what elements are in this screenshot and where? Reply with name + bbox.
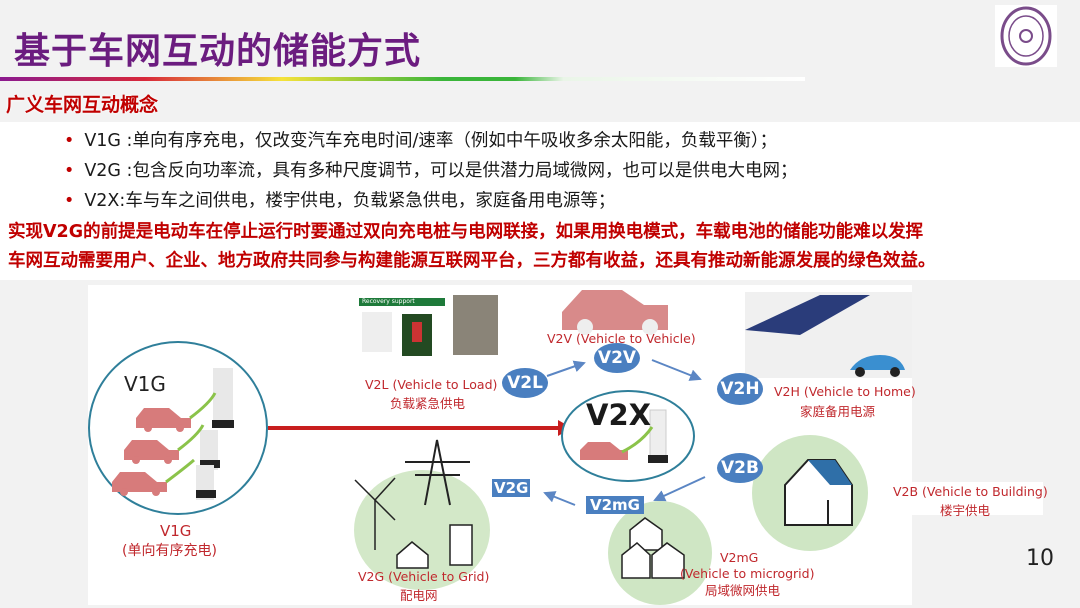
university-seal-logo	[995, 5, 1057, 67]
content-box	[0, 122, 1080, 280]
v2b-cn-label: 楼宇供电	[940, 503, 991, 518]
v2g-badge: V2G	[492, 479, 531, 497]
power-tower-icon	[405, 439, 470, 506]
recovery-support-caption: Recovery support	[362, 298, 415, 305]
v2b-label-box	[880, 482, 1043, 515]
v2b-label: V2B (Vehicle to Building)	[893, 484, 1048, 499]
title-divider	[0, 77, 805, 81]
v2h-cn-label: 家庭备用电源	[800, 404, 876, 419]
v2mg-en-label: (Vehicle to microgrid)	[680, 566, 815, 581]
v1g-cn-label: (单向有序充电)	[122, 543, 217, 559]
bullet-item: •V1G :单向有序充电，仅改变汽车充电时间/速率（例如中午吸收多余太阳能，负载…	[64, 131, 778, 151]
bullet-item: •V2G :包含反向功率流，具有多种尺度调节，可以是供潜力局域微网，也可以是供电…	[64, 161, 798, 181]
v2mg-label: V2mG	[720, 550, 759, 565]
v1g-circle-title: V1G	[124, 372, 166, 396]
v2v-label: V2V (Vehicle to Vehicle)	[547, 331, 696, 346]
section-heading: 广义车网互动概念	[6, 94, 159, 116]
charger-icons	[196, 368, 234, 500]
bullet-icon: •	[64, 191, 75, 211]
v2h-badge: V2H	[717, 373, 763, 405]
page-number: 10	[1026, 546, 1054, 571]
v2l-label: V2L (Vehicle to Load)	[365, 377, 498, 392]
car-icons	[112, 408, 191, 496]
v2g-cn-label: 配电网	[400, 588, 438, 603]
v2b-badge: V2B	[717, 453, 763, 483]
v2h-label: V2H (Vehicle to Home)	[774, 384, 916, 399]
v2l-cn-label: 负载紧急供电	[390, 396, 466, 411]
bullet-icon: •	[64, 131, 75, 151]
v2v-badge: V2V	[594, 343, 640, 373]
v2l-badge: V2L	[502, 368, 548, 398]
page-title: 基于车网互动的储能方式	[14, 31, 422, 72]
v2x-label: V2X	[586, 398, 651, 432]
highlight-text: 车网互动需要用户、企业、地方政府共同参与构建能源互联网平台，三方都有收益，还具有…	[8, 251, 936, 271]
bullet-item: •V2X:车与车之间供电，楼宇供电，负载紧急供电，家庭备用电源等；	[64, 191, 616, 211]
highlight-text: 实现V2G的前提是电动车在停止运行时要通过双向充电桩与电网联接，如果用换电模式，…	[8, 222, 924, 242]
v2mg-cn-label: 局域微网供电	[705, 583, 781, 598]
v2g-label: V2G (Vehicle to Grid)	[358, 569, 490, 584]
wind-turbine-icon	[354, 477, 396, 550]
bullet-icon: •	[64, 161, 75, 181]
v1g-label: V1G	[160, 522, 192, 540]
v2mg-badge: V2mG	[586, 496, 644, 514]
